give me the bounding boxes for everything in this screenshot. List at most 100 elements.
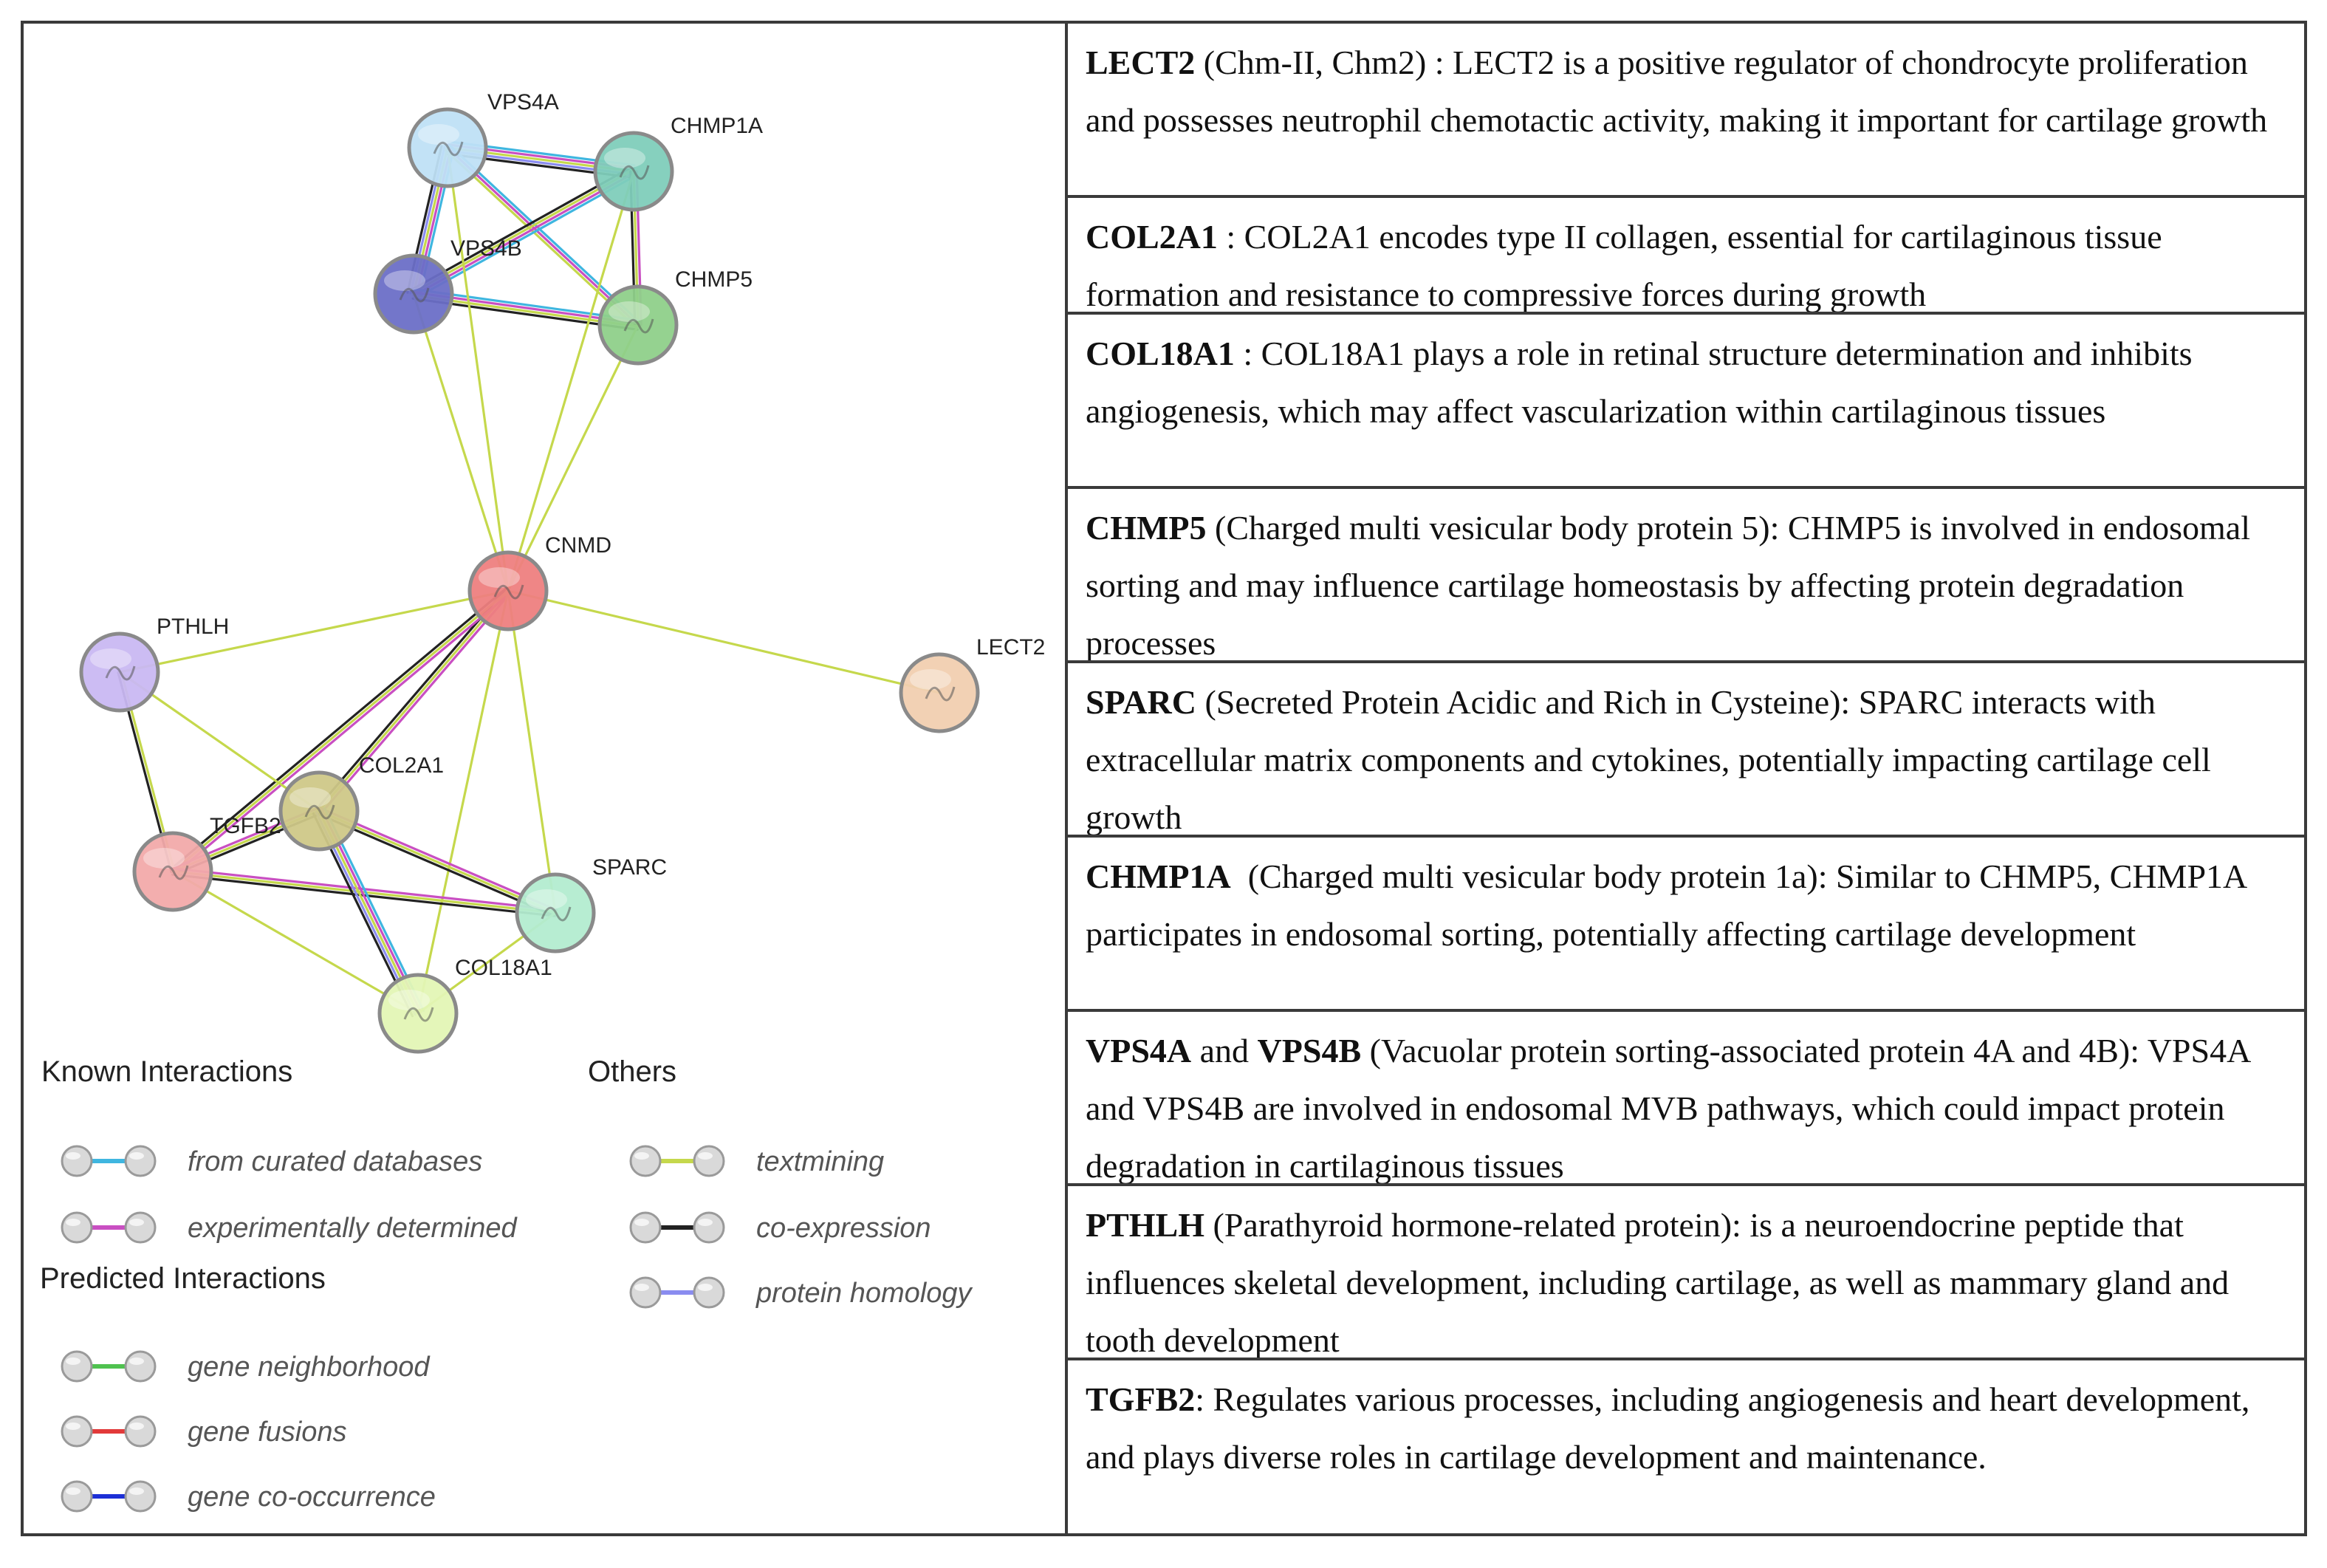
legend-item-textmining: textmining — [629, 1145, 884, 1177]
legend-label-experimental: experimentally determined — [188, 1213, 518, 1244]
node-label-col2a1: COL2A1 — [359, 753, 444, 778]
node-chmp1a[interactable]: CHMP1A — [593, 114, 763, 212]
desc-row-chmp1a: CHMP1A (Charged multi vesicular body pro… — [1068, 838, 2304, 1012]
legend: Known Interactions Others Predicted Inte… — [40, 1055, 973, 1513]
structure-glyph-icon — [105, 665, 136, 681]
structure-glyph-icon — [541, 906, 572, 922]
desc-row-tgfb2: TGFB2: Regulates various processes, incl… — [1068, 1360, 2304, 1533]
node-sparc[interactable]: SPARC — [515, 855, 667, 954]
gene-description: (Chm-II, Chm2) : LECT2 is a positive reg… — [1086, 44, 2268, 139]
gene-name: PTHLH — [1086, 1206, 1205, 1244]
structure-glyph-icon — [304, 804, 335, 820]
gene-joiner: and — [1191, 1032, 1258, 1069]
node-col18a1[interactable]: COL18A1 — [377, 956, 552, 1054]
desc-row-sparc: SPARC (Secreted Protein Acidic and Rich … — [1068, 663, 2304, 838]
gene-description: (Vacuolar protein sorting-associated pro… — [1086, 1032, 2258, 1185]
desc-row-col18a1: COL18A1 : COL18A1 plays a role in retina… — [1068, 315, 2304, 489]
legend-item-neighborhood: gene neighborhood — [61, 1350, 431, 1383]
desc-row-vps4a-vps4b: VPS4A and VPS4B (Vacuolar protein sortin… — [1068, 1012, 2304, 1186]
node-col2a1[interactable]: COL2A1 — [278, 753, 444, 852]
node-label-cnmd: CNMD — [545, 533, 611, 558]
node-label-sparc: SPARC — [592, 855, 667, 880]
node-label-chmp1a: CHMP1A — [671, 114, 763, 138]
gene-name: COL18A1 — [1086, 335, 1235, 372]
edge-CNMD-SPARC — [507, 589, 557, 914]
gene-name: VPS4A — [1086, 1032, 1192, 1069]
node-label-col18a1: COL18A1 — [455, 956, 552, 980]
edge-VPS4A-CHMP5 — [444, 144, 642, 329]
desc-row-chmp5: CHMP5 (Charged multi vesicular body prot… — [1068, 489, 2304, 663]
gene-name: TGFB2 — [1086, 1380, 1196, 1418]
edge-TGFB2-COL18A1 — [171, 870, 419, 1015]
legend-item-coexpression: co-expression — [629, 1211, 931, 1244]
gene-description-table: LECT2 (Chm-II, Chm2) : LECT2 is a positi… — [1068, 24, 2304, 1533]
edge-CNMD-TGFB2 — [169, 587, 512, 875]
legend-label-neighborhood: gene neighborhood — [188, 1352, 431, 1383]
edge-CNMD-VPS4A — [446, 146, 510, 592]
legend-predicted-title: Predicted Interactions — [40, 1262, 326, 1295]
legend-item-fusion: gene fusions — [61, 1415, 347, 1448]
legend-label-curated: from curated databases — [188, 1146, 482, 1177]
node-cnmd[interactable]: CNMD — [467, 533, 611, 631]
structure-glyph-icon — [433, 141, 464, 157]
edge-CHMP1A-VPS4B — [410, 165, 637, 300]
gene-description: : COL18A1 plays a role in retinal struct… — [1086, 335, 2201, 430]
legend-item-cooccurrence: gene co-occurrence — [61, 1480, 436, 1513]
gene-description: (Parathyroid hormone-related protein): i… — [1086, 1206, 2238, 1359]
desc-row-pthlh: PTHLH (Parathyroid hormone-related prote… — [1068, 1186, 2304, 1360]
gene-description: (Secreted Protein Acidic and Rich in Cys… — [1086, 683, 2220, 836]
edge-CNMD-LECT2 — [507, 589, 941, 694]
node-label-tgfb2: TGFB2 — [210, 814, 281, 838]
desc-row-col2a1: COL2A1 : COL2A1 encodes type II collagen… — [1068, 198, 2304, 315]
edge-CNMD-COL18A1 — [417, 589, 510, 1015]
legend-item-curated: from curated databases — [61, 1145, 482, 1177]
node-label-vps4b: VPS4B — [450, 236, 522, 261]
edge-CNMD-CHMP1A — [507, 170, 635, 592]
gene-name: SPARC — [1086, 683, 1196, 721]
node-label-lect2: LECT2 — [976, 635, 1045, 660]
node-label-pthlh: PTHLH — [157, 614, 229, 639]
gene-description: : COL2A1 encodes type II collagen, essen… — [1086, 218, 2171, 313]
legend-label-coexpression: co-expression — [756, 1213, 931, 1244]
legend-label-homology: protein homology — [755, 1278, 973, 1309]
edge-CNMD-COL2A1 — [315, 587, 512, 815]
legend-others-title: Others — [588, 1055, 676, 1088]
edge-COL2A1-SPARC — [316, 807, 558, 917]
legend-item-homology: protein homology — [629, 1276, 973, 1309]
node-chmp5[interactable]: CHMP5 — [597, 267, 753, 366]
edge-CNMD-CHMP5 — [507, 323, 640, 592]
edge-CNMD-VPS4B — [412, 292, 510, 592]
node-label-chmp5: CHMP5 — [675, 267, 753, 292]
legend-known-title: Known Interactions — [41, 1055, 292, 1088]
node-vps4a[interactable]: VPS4A — [407, 90, 559, 188]
structure-glyph-icon — [619, 165, 650, 180]
structure-glyph-icon — [403, 1007, 434, 1022]
node-vps4b[interactable]: VPS4B — [373, 236, 522, 335]
gene-name: LECT2 — [1086, 44, 1196, 81]
legend-item-experimental: experimentally determined — [61, 1211, 518, 1244]
gene-description: (Charged multi vesicular body protein 1a… — [1086, 857, 2255, 953]
node-lect2[interactable]: LECT2 — [899, 635, 1045, 733]
legend-label-cooccurrence: gene co-occurrence — [188, 1482, 436, 1513]
structure-glyph-icon — [399, 287, 430, 303]
gene-name: COL2A1 — [1086, 218, 1218, 256]
structure-glyph-icon — [493, 584, 524, 600]
desc-row-lect2: LECT2 (Chm-II, Chm2) : LECT2 is a positi… — [1068, 24, 2304, 198]
edge-CNMD-PTHLH — [118, 589, 510, 674]
structure-glyph-icon — [158, 865, 189, 880]
gene-name: CHMP5 — [1086, 509, 1207, 547]
structure-glyph-icon — [925, 686, 956, 702]
node-pthlh[interactable]: PTHLH — [79, 614, 229, 713]
structure-glyph-icon — [623, 318, 654, 334]
legend-label-fusion: gene fusions — [188, 1417, 347, 1448]
node-tgfb2[interactable]: TGFB2 — [132, 814, 281, 912]
gene-name: CHMP1A — [1086, 857, 1231, 895]
legend-label-textmining: textmining — [756, 1146, 884, 1177]
gene-name: VPS4B — [1257, 1032, 1362, 1069]
edge-PTHLH-COL2A1 — [118, 671, 321, 812]
gene-description: : Regulates various processes, including… — [1086, 1380, 2258, 1476]
